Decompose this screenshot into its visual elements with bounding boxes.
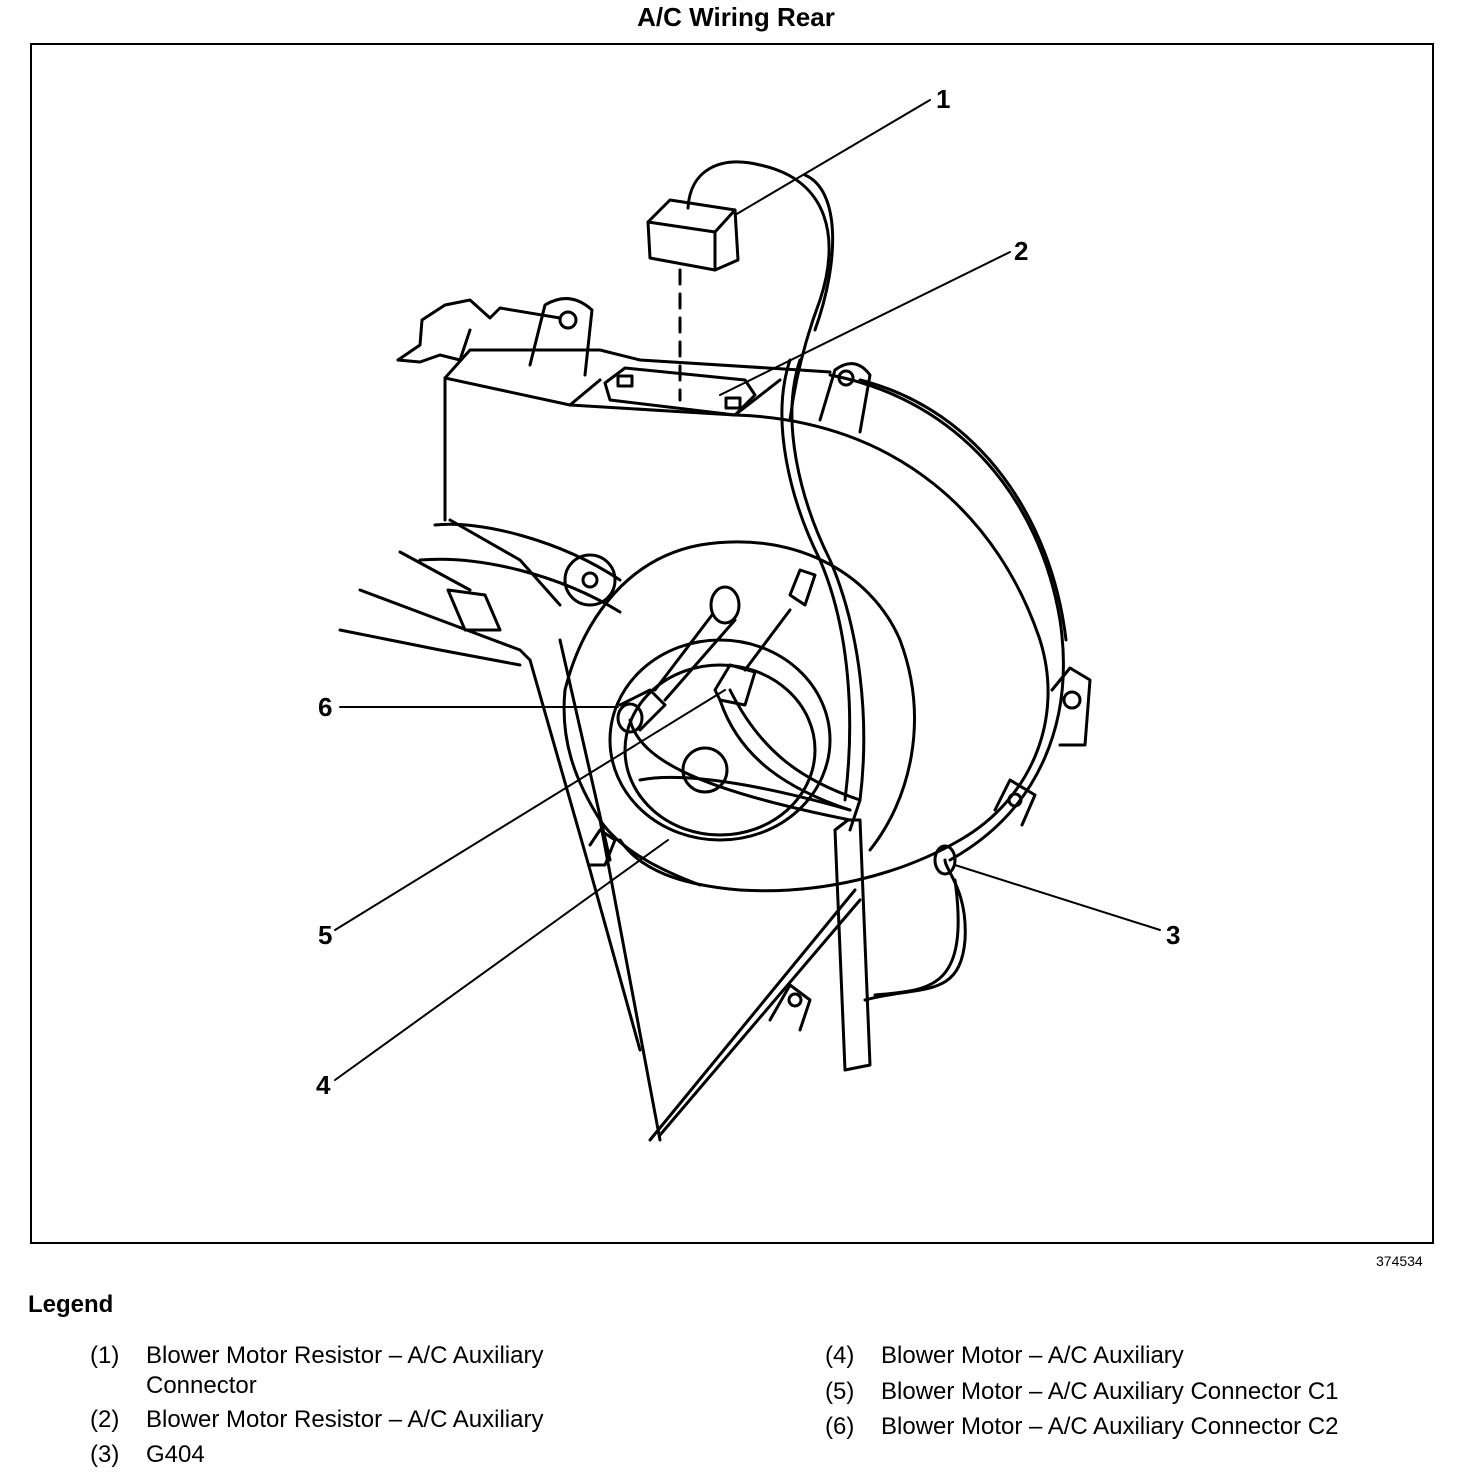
legend-number: (4) [825,1342,855,1369]
legend-text: Blower Motor – A/C Auxiliary Connector C… [881,1413,1339,1440]
callout-labels: 1 2 3 4 5 6 [316,84,1180,1100]
legend-text: Blower Motor Resistor – A/C Auxiliary [146,1342,544,1369]
legend-number: (3) [90,1441,120,1468]
lower-lines [648,888,862,1142]
legend-number: (1) [90,1342,120,1369]
diagram-frame [30,43,1434,1244]
diagram-title: A/C Wiring Rear [637,2,835,32]
legend-item-3: (3) G404 [90,1440,730,1470]
legend-text: Blower Motor – A/C Auxiliary [881,1342,1184,1369]
legend-text: Blower Motor – A/C Auxiliary Connector C… [881,1378,1339,1405]
resistor-connector [646,160,835,422]
hvac-case [338,298,832,667]
legend-text: Blower Motor Resistor – A/C Auxiliary [146,1406,544,1433]
callout-6: 6 [318,692,332,722]
callout-3: 3 [1166,920,1180,950]
callout-1: 1 [936,84,950,114]
wiring-harness [628,358,967,1072]
motor-connectors [616,568,817,734]
legend-item-4: (4) Blower Motor – A/C Auxiliary [825,1341,1445,1371]
legend-text-continued: Connector [146,1372,257,1399]
callout-2: 2 [1014,236,1028,266]
pulley [446,553,617,632]
blower-housing [528,373,1068,1142]
legend-number: (2) [90,1406,120,1433]
leader-lines [334,99,1161,1081]
legend-item-2: (2) Blower Motor Resistor – A/C Auxiliar… [90,1405,730,1435]
legend-item-6: (6) Blower Motor – A/C Auxiliary Connect… [825,1412,1445,1442]
ground-terminal [933,844,957,876]
legend-item-1: (1) Blower Motor Resistor – A/C Auxiliar… [90,1341,730,1401]
legend-number: (6) [825,1413,855,1440]
legend-item-5: (5) Blower Motor – A/C Auxiliary Connect… [825,1377,1445,1407]
legend-number: (5) [825,1378,855,1405]
figure-id: 374534 [1376,1253,1423,1269]
callout-5: 5 [318,920,332,950]
legend-heading: Legend [28,1291,114,1318]
blower-resistor [603,366,757,417]
blower-motor [608,638,852,842]
callout-4: 4 [316,1070,331,1100]
legend-text: G404 [146,1441,205,1468]
